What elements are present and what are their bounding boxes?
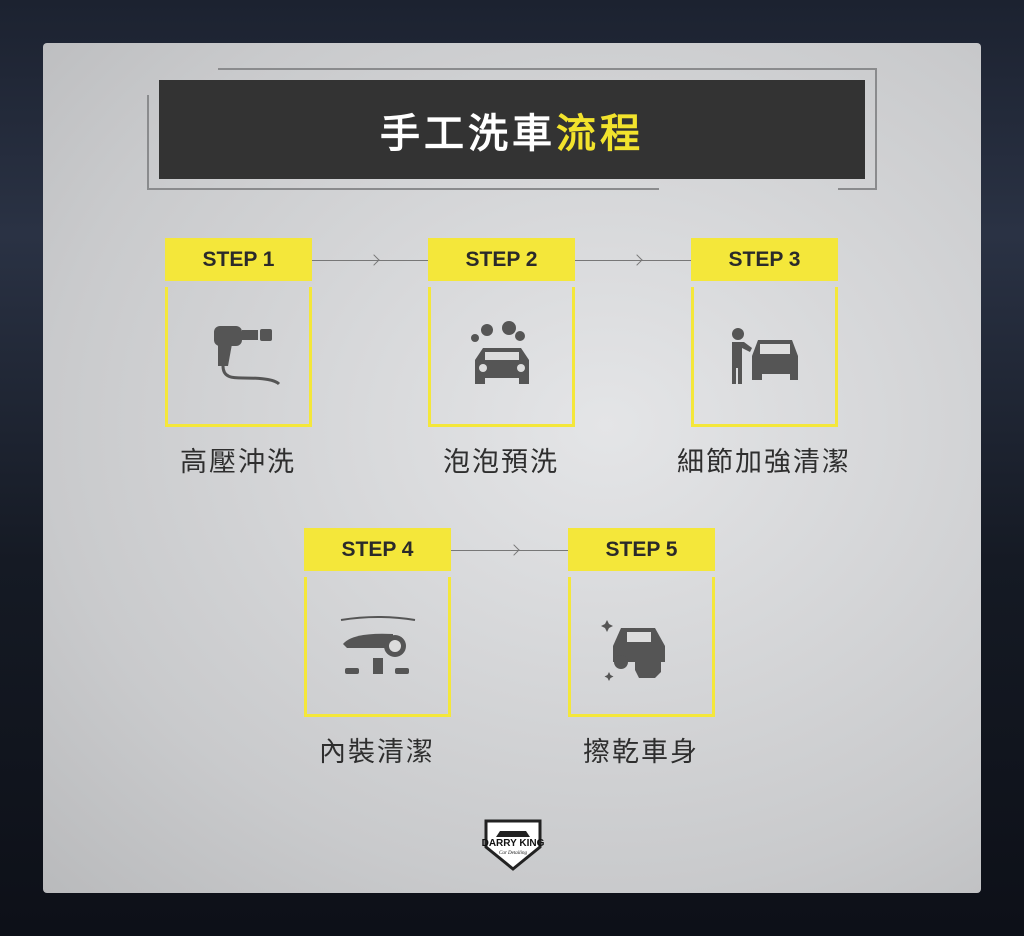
car-interior-icon [340,615,415,674]
card [43,43,981,893]
step-label: STEP 4 [304,528,451,571]
person-cleaning-car-icon [731,327,798,384]
step-label: STEP 1 [165,238,312,281]
frame-line [147,95,149,190]
title-main: 手工洗車 [380,110,556,157]
frame-line [875,68,877,190]
step-caption: 擦乾車身 [583,737,699,768]
step-caption: 泡泡預洗 [443,447,559,478]
logo-subtext: Car Detailing [499,851,527,856]
step-caption: 高壓沖洗 [180,447,296,478]
step-label: STEP 2 [428,238,575,281]
step-2: STEP 2 [428,238,575,427]
pressure-washer-icon [213,325,280,385]
step-5: STEP 5 [568,528,715,717]
step-label: STEP 3 [691,238,838,281]
step-caption: 細節加強清潔 [677,447,851,478]
step-4: STEP 4 [304,528,451,717]
frame-line [218,68,877,70]
step-1: STEP 1 [165,238,312,427]
hand-drying-car-icon [600,619,665,681]
page-title: 手工洗車流程 [159,80,865,179]
title-highlight: 流程 [556,110,644,157]
arrow-icon [311,260,428,261]
foam-car-icon [470,320,529,384]
step-label: STEP 5 [568,528,715,571]
arrow-icon [451,550,568,551]
step-3: STEP 3 [691,238,838,427]
logo-text: DARRY KING [482,838,544,849]
frame-line [147,188,659,190]
frame-line [838,188,877,190]
logo: DARRY KING Car Detailing [482,815,545,875]
arrow-icon [575,260,691,261]
step-caption: 內裝清潔 [319,737,435,768]
